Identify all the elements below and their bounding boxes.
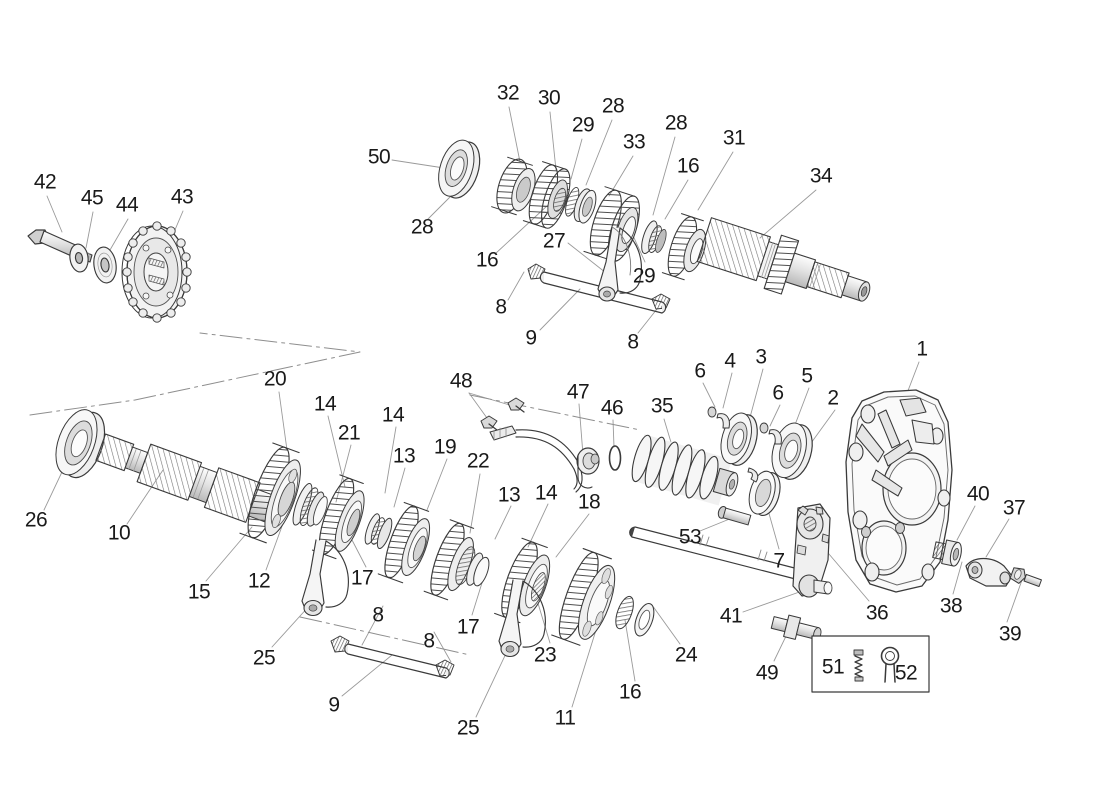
callout-13-a: 13 (392, 444, 416, 468)
selector-drum-group (631, 406, 813, 526)
callout-6-a: 6 (694, 359, 706, 383)
callout-41: 41 (719, 604, 743, 628)
callout-20: 20 (263, 367, 287, 391)
callout-8-c: 8 (372, 603, 384, 627)
callout-43: 43 (170, 185, 194, 209)
callout-32: 32 (496, 81, 520, 105)
callout-51: 51 (821, 655, 845, 679)
callout-16-a: 16 (676, 154, 700, 178)
callout-16-c: 16 (618, 680, 642, 704)
callout-5: 5 (801, 364, 813, 388)
callout-34: 34 (809, 164, 833, 188)
callout-11: 11 (554, 706, 576, 730)
callout-17-a: 17 (350, 566, 374, 590)
callout-8-b: 8 (627, 330, 639, 354)
callout-7: 7 (773, 549, 785, 573)
callout-12: 12 (247, 569, 271, 593)
callout-26: 26 (24, 508, 48, 532)
callout-18: 18 (577, 490, 601, 514)
sprocket-assembly (27, 221, 192, 323)
callout-42: 42 (33, 170, 57, 194)
callout-1: 1 (916, 337, 928, 361)
callout-2: 2 (827, 386, 839, 410)
axis-lines (29, 332, 641, 656)
callout-16-b: 16 (475, 248, 499, 272)
callout-25-b: 25 (456, 716, 480, 740)
shift-shaft-group (629, 503, 833, 640)
callout-44: 44 (115, 193, 139, 217)
callout-17-b: 17 (456, 615, 480, 639)
callout-8-d: 8 (423, 629, 435, 653)
callout-29-a: 29 (571, 113, 595, 137)
callout-39: 39 (998, 622, 1022, 646)
callout-48: 48 (449, 369, 473, 393)
callout-52: 52 (894, 661, 918, 685)
callout-49: 49 (755, 661, 779, 685)
callout-13-b: 13 (497, 483, 521, 507)
callout-40: 40 (966, 482, 990, 506)
callout-28-c: 28 (410, 215, 434, 239)
callout-50: 50 (367, 145, 391, 169)
callout-33: 33 (622, 130, 646, 154)
gearbox-cover (845, 389, 953, 593)
upper-shaft-assembly (438, 139, 871, 302)
callout-35: 35 (650, 394, 674, 418)
callout-28-b: 28 (664, 111, 688, 135)
callout-3: 3 (755, 345, 767, 369)
spring-clip-detail-box (811, 635, 930, 693)
callout-14-c: 14 (534, 481, 558, 505)
callout-46: 46 (600, 396, 624, 420)
callout-36: 36 (865, 601, 889, 625)
callout-19: 19 (433, 435, 457, 459)
callout-38: 38 (939, 594, 963, 618)
callout-47: 47 (566, 380, 590, 404)
callout-37: 37 (1002, 496, 1026, 520)
callout-9-b: 9 (328, 693, 340, 717)
callout-8-a: 8 (495, 295, 507, 319)
callout-27: 27 (542, 229, 566, 253)
callout-6-b: 6 (772, 381, 784, 405)
callout-14-b: 14 (381, 403, 405, 427)
callout-21: 21 (337, 421, 361, 445)
upper-shift-fork-group (527, 226, 671, 314)
gear-position-sensor-group (480, 397, 622, 493)
callout-28-a: 28 (601, 94, 625, 118)
callout-29-b: 29 (632, 264, 656, 288)
lower-shift-fork-group (301, 539, 546, 679)
callout-24: 24 (674, 643, 698, 667)
callout-53: 53 (678, 525, 702, 549)
callout-22: 22 (466, 449, 490, 473)
lower-shaft-assembly (55, 409, 655, 646)
callout-45: 45 (80, 186, 104, 210)
callout-23: 23 (533, 643, 557, 667)
callout-4: 4 (724, 349, 736, 373)
callout-15: 15 (187, 580, 211, 604)
callout-14-a: 14 (313, 392, 337, 416)
callout-9-a: 9 (525, 326, 537, 350)
callout-30: 30 (537, 86, 561, 110)
callout-10: 10 (107, 521, 131, 545)
detent-arm-group (932, 539, 1042, 587)
callout-25-a: 25 (252, 646, 276, 670)
callout-31: 31 (722, 126, 746, 150)
